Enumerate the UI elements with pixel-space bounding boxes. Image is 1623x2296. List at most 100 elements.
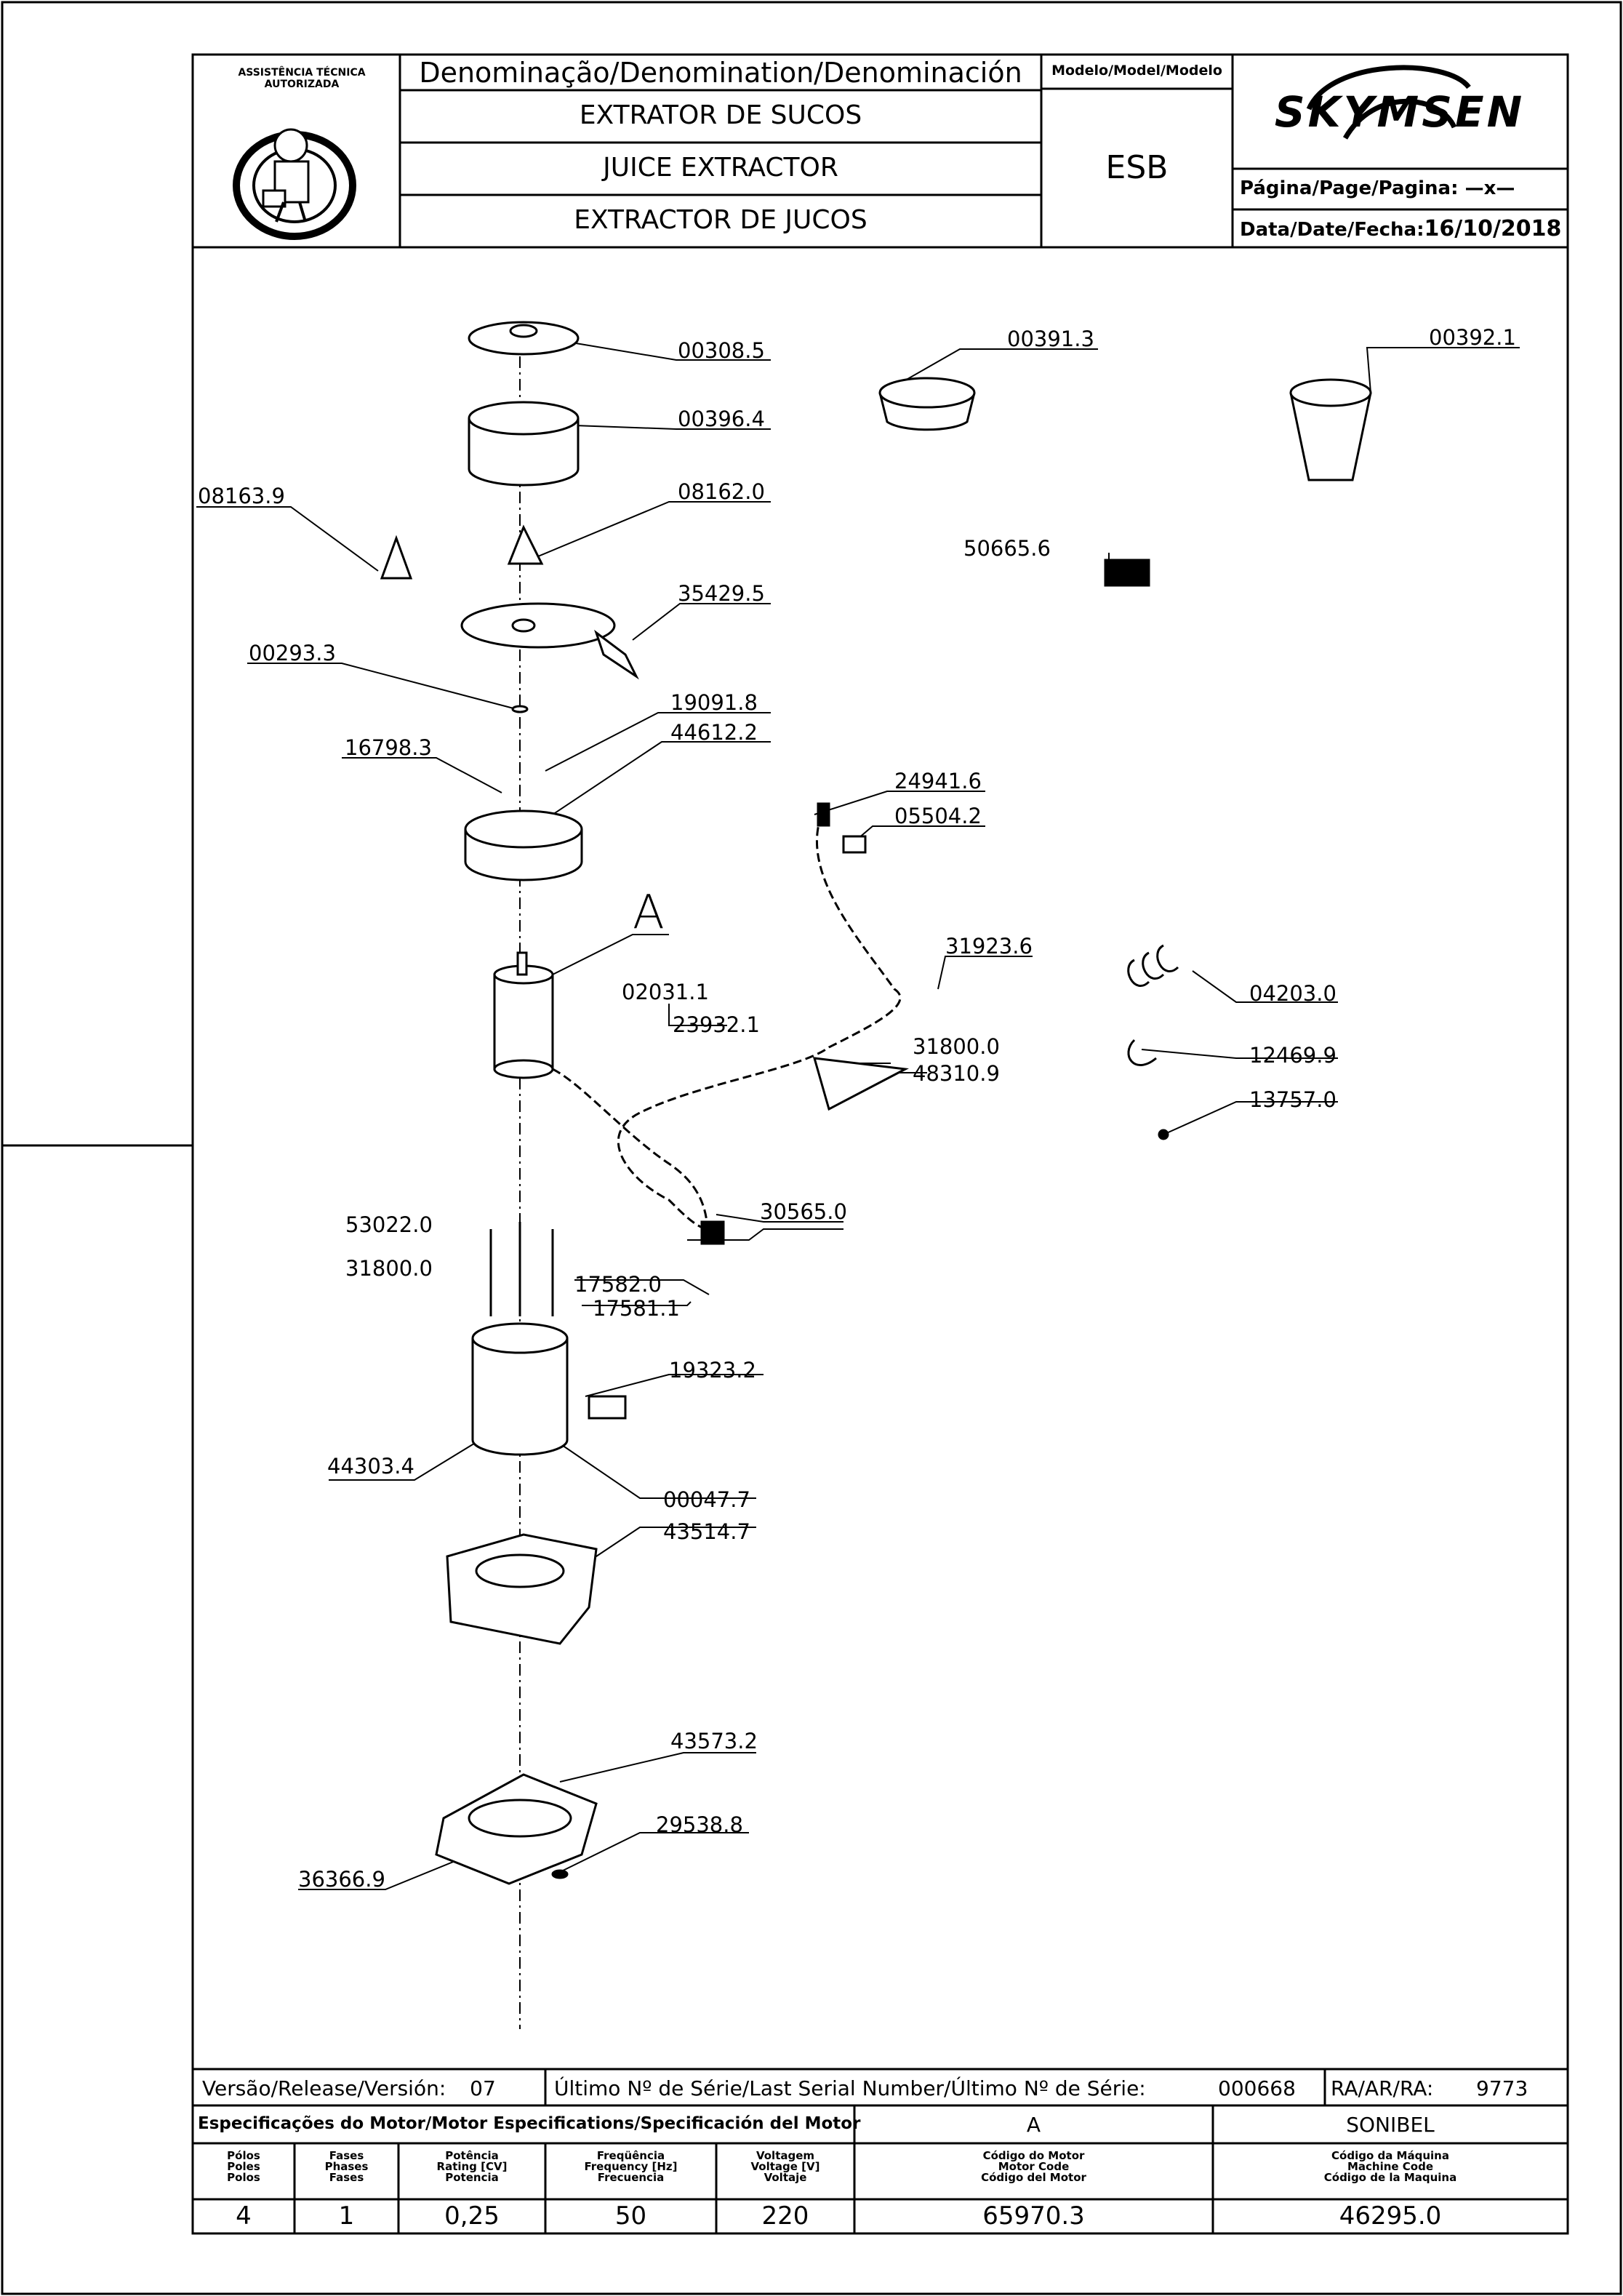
name-portuguese: EXTRATOR DE SUCOS [579, 100, 862, 130]
col-voltage-pt: Voltagem [756, 2149, 815, 2162]
page-value: —x— [1464, 177, 1515, 199]
part-label: 12469.9 [1249, 1043, 1337, 1068]
col-freq-es: Frecuencia [597, 2171, 665, 2184]
part-label: 44612.2 [670, 720, 758, 745]
part-label: 17581.1 [593, 1296, 680, 1321]
part-label: 35429.5 [678, 581, 765, 606]
col-motor-code-en: Motor Code [998, 2160, 1070, 2173]
callout-a: A [633, 886, 665, 940]
col-frequency: Freqüência Frequency [Hz] Frecuencia [545, 2151, 716, 2183]
col-voltage-en: Voltage [V] [750, 2160, 820, 2173]
col-machine-code: Código da Máquina Machine Code Código de… [1213, 2151, 1568, 2183]
manufacturer: SONIBEL [1346, 2113, 1435, 2137]
voltage-value: 220 [761, 2201, 809, 2231]
col-poles-en: Poles [227, 2160, 260, 2173]
date-label-text: Data/Date/Fecha: [1240, 219, 1424, 241]
part-label: 23932.1 [673, 1012, 760, 1037]
col-voltage: Voltagem Voltage [V] Voltaje [716, 2151, 854, 2183]
part-label: 05504.2 [894, 804, 982, 828]
part-label: 24941.6 [894, 769, 982, 793]
poles-value: 4 [236, 2201, 252, 2231]
frequency-value: 50 [614, 2201, 647, 2231]
part-label: 00308.5 [678, 338, 765, 363]
release-value: 07 [470, 2076, 496, 2100]
part-label: 19323.2 [669, 1358, 756, 1383]
col-phases-en: Phases [324, 2160, 369, 2173]
part-label: 02031.1 [622, 980, 709, 1004]
model-label: Modelo/Model/Modelo [1051, 63, 1222, 79]
part-label: 43514.7 [663, 1519, 750, 1544]
part-label: 00047.7 [663, 1487, 750, 1512]
col-freq-pt: Freqüência [596, 2149, 665, 2162]
denomination-label: Denominação/Denomination/Denominación [419, 57, 1022, 89]
col-motor-code-pt: Código do Motor [982, 2149, 1085, 2162]
part-label: 31800.0 [913, 1034, 1000, 1059]
motor-code-value: 65970.3 [982, 2201, 1085, 2231]
col-motor-code-es: Código del Motor [981, 2171, 1086, 2184]
part-label: 00391.3 [1007, 327, 1094, 351]
part-label: 48310.9 [913, 1061, 1000, 1086]
page-label: Página/Page/Pagina: —x— [1240, 177, 1515, 199]
power-value: 0,25 [444, 2201, 500, 2231]
part-label: 43573.2 [670, 1729, 758, 1753]
serial-value: 000668 [1218, 2076, 1296, 2100]
ra-value: 9773 [1476, 2076, 1528, 2100]
col-phases-es: Fases [329, 2171, 364, 2184]
col-voltage-es: Voltaje [764, 2171, 807, 2184]
name-spanish: EXTRACTOR DE JUCOS [574, 205, 867, 235]
part-label: 19091.8 [670, 690, 758, 715]
part-label: 00392.1 [1429, 325, 1516, 350]
model-value: ESB [1105, 149, 1169, 186]
page-label-text: Página/Page/Pagina: [1240, 177, 1459, 199]
part-label: 08162.0 [678, 479, 765, 504]
part-label: 04203.0 [1249, 981, 1337, 1006]
part-label: 44303.4 [327, 1454, 414, 1479]
part-label: 08163.9 [198, 484, 285, 508]
serial-label: Último Nº de Série/Last Serial Number/Úl… [554, 2076, 1146, 2100]
leader-lines [196, 341, 1520, 1890]
machine-code-value: 46295.0 [1339, 2201, 1442, 2231]
part-label: 00396.4 [678, 407, 765, 431]
part-label: 31800.0 [345, 1256, 433, 1281]
part-label: 16798.3 [345, 735, 432, 760]
release-label: Versão/Release/Versión: 07 [202, 2076, 496, 2100]
col-poles-pt: Pólos [227, 2149, 260, 2162]
col-phases-pt: Fases [329, 2149, 364, 2162]
part-label: 29538.8 [656, 1812, 743, 1837]
release-label-text: Versão/Release/Versión: [202, 2076, 446, 2100]
exploded-parts [380, 321, 1372, 1885]
part-label: 31923.6 [945, 934, 1033, 959]
drawing-frame [191, 53, 1569, 2235]
phases-value: 1 [338, 2201, 355, 2231]
date-label: Data/Date/Fecha:16/10/2018 [1240, 216, 1561, 241]
part-label: 13757.0 [1249, 1087, 1337, 1112]
part-label: 50665.6 [963, 536, 1051, 561]
seal-text: ASSISTÊNCIA TÉCNICA AUTORIZADA [238, 67, 366, 90]
col-motor-code: Código do Motor Motor Code Código del Mo… [854, 2151, 1213, 2183]
col-machine-code-en: Machine Code [1347, 2160, 1434, 2173]
col-poles: Pólos Poles Polos [193, 2151, 294, 2183]
motor-code-letter: A [1026, 2113, 1041, 2137]
col-power: Potência Rating [CV] Potencia [398, 2151, 545, 2183]
skymsen-logo [1306, 65, 1471, 140]
name-english: JUICE EXTRACTOR [603, 153, 838, 183]
col-machine-code-es: Código de la Maquina [1323, 2171, 1457, 2184]
part-label: 00293.3 [249, 641, 336, 665]
col-phases: Fases Phases Fases [294, 2151, 398, 2183]
motor-spec-label: Especificações do Motor/Motor Especifica… [198, 2114, 861, 2133]
part-label: 53022.0 [345, 1212, 433, 1237]
ra-label: RA/AR/RA: [1331, 2076, 1434, 2100]
col-freq-en: Frequency [Hz] [584, 2160, 678, 2173]
col-poles-es: Polos [227, 2171, 260, 2184]
authorized-service-seal [233, 128, 356, 240]
col-power-pt: Potência [445, 2149, 499, 2162]
date-value: 16/10/2018 [1424, 216, 1562, 241]
brand-logo-text: SKYMSEN [1274, 87, 1526, 137]
part-label: 36366.9 [298, 1867, 385, 1892]
part-label: 17582.0 [574, 1272, 662, 1297]
col-power-en: Rating [CV] [436, 2160, 508, 2173]
col-machine-code-pt: Código da Máquina [1331, 2149, 1449, 2162]
col-power-es: Potencia [445, 2171, 499, 2184]
